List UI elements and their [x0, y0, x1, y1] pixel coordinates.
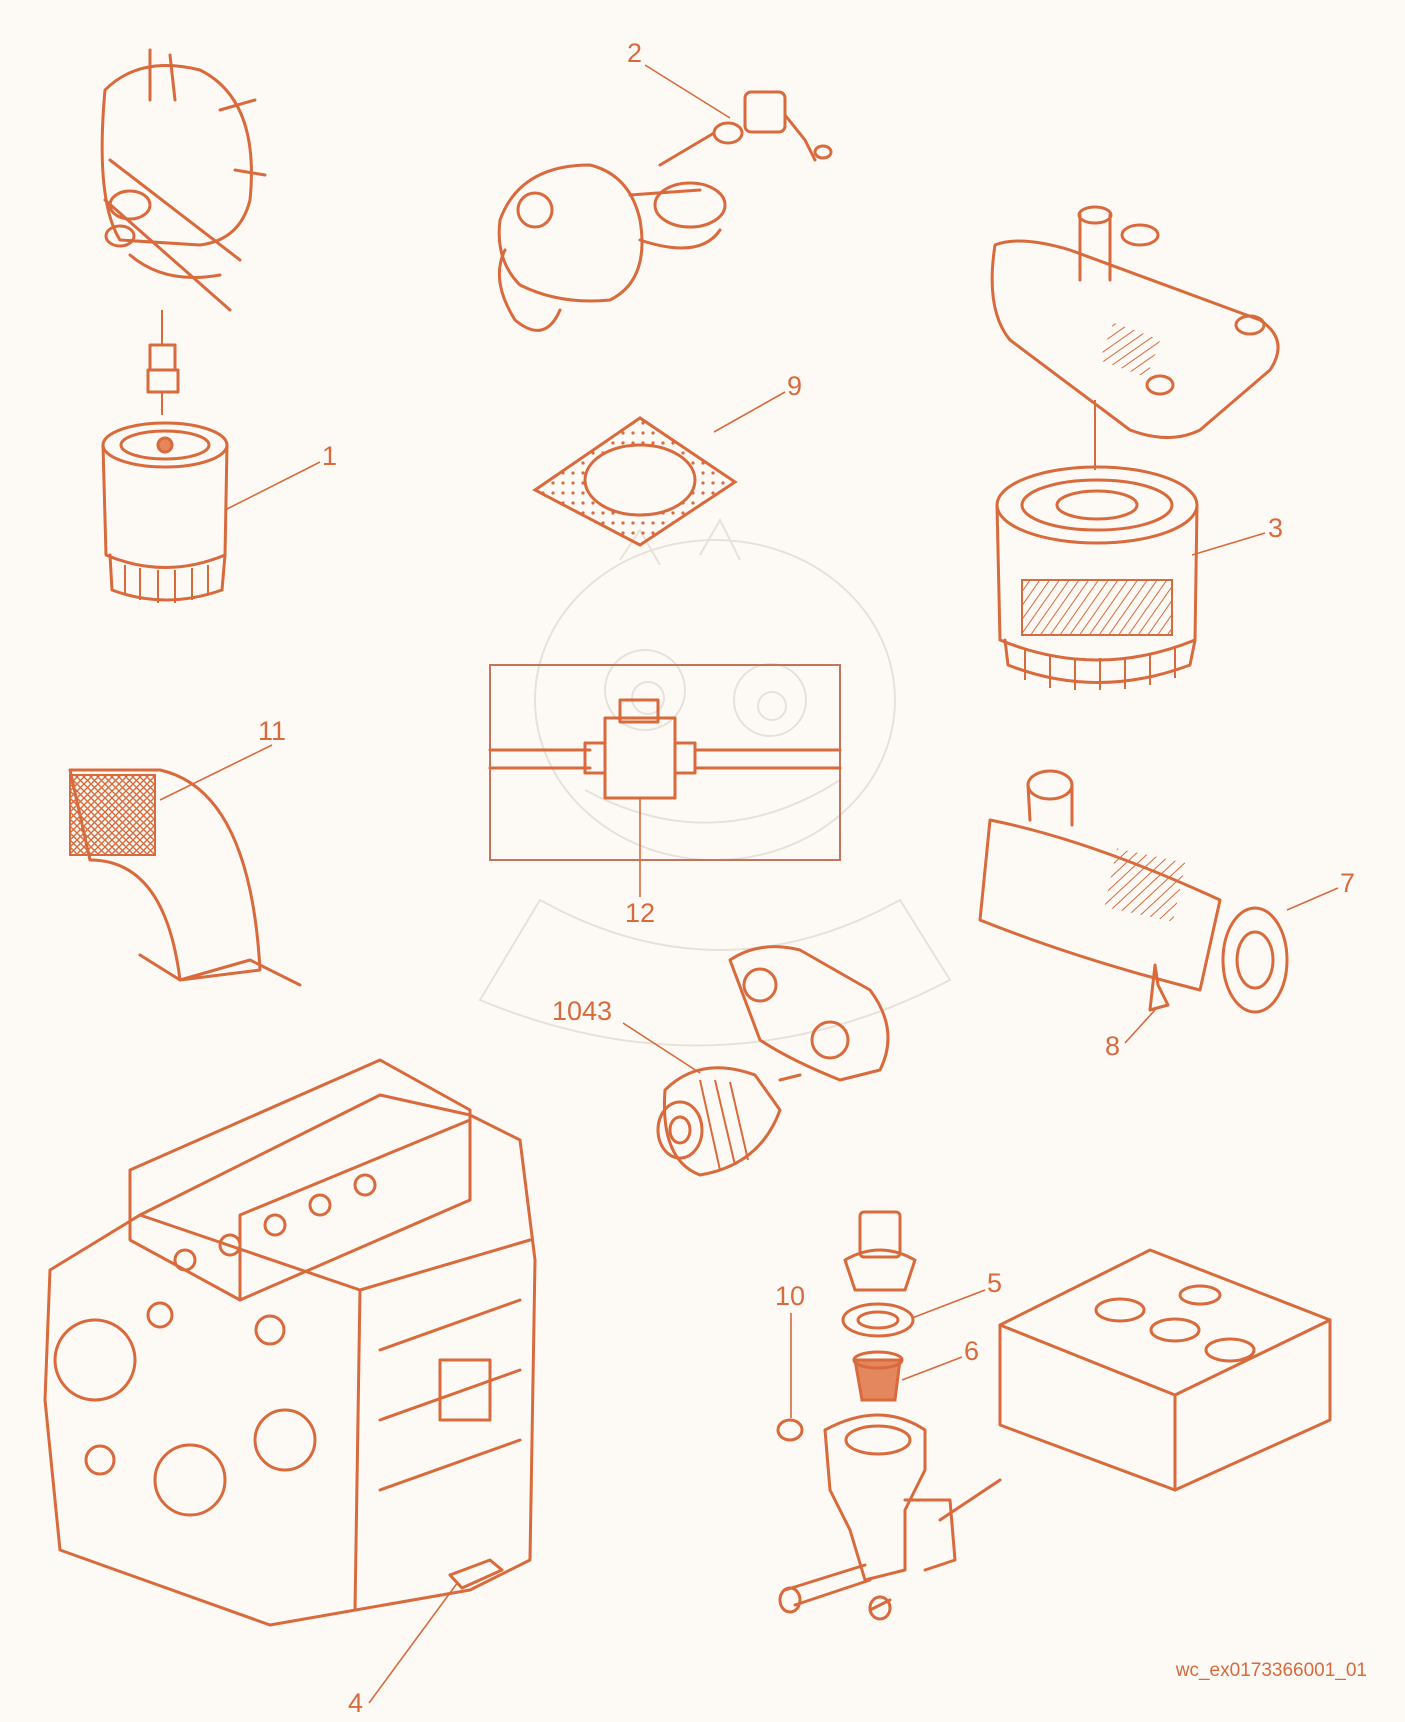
callout-8: 8	[1105, 1031, 1120, 1061]
watermark-mascot	[478, 517, 952, 1047]
image-code: wc_ex0173366001_01	[1175, 1660, 1367, 1681]
callout-6: 6	[964, 1336, 979, 1366]
callout-1043: 1043	[552, 996, 612, 1026]
callout-7: 7	[1340, 868, 1355, 898]
leader-lines	[159, 64, 1339, 1704]
part-2-actuator	[497, 90, 833, 332]
part-11-duct	[68, 768, 302, 987]
part-7-air-cleaner	[978, 769, 1289, 1014]
callout-4: 4	[348, 1688, 363, 1718]
callout-10: 10	[775, 1281, 805, 1311]
callout-2: 2	[627, 38, 642, 68]
callout-12: 12	[625, 898, 655, 928]
part-9-gasket	[532, 416, 738, 547]
callout-11: 11	[258, 716, 286, 746]
callout-9: 9	[787, 371, 802, 401]
part-1-oil-filter	[100, 48, 267, 603]
part-3-fuel-filter	[990, 205, 1280, 690]
part-5-6-10-thermostat	[776, 1210, 957, 1621]
part-4-engine-block	[43, 1058, 537, 1627]
part-12-inline-pump	[488, 664, 842, 861]
callout-5: 5	[987, 1268, 1002, 1298]
callout-1: 1	[322, 441, 337, 471]
part-1043-alternator	[656, 945, 890, 1177]
cylinder-head	[938, 1248, 1332, 1522]
callout-3: 3	[1268, 513, 1283, 543]
callout-labels: 1 2 3 4 5 6 7 8 9 10 11 12 1043	[258, 38, 1355, 1718]
